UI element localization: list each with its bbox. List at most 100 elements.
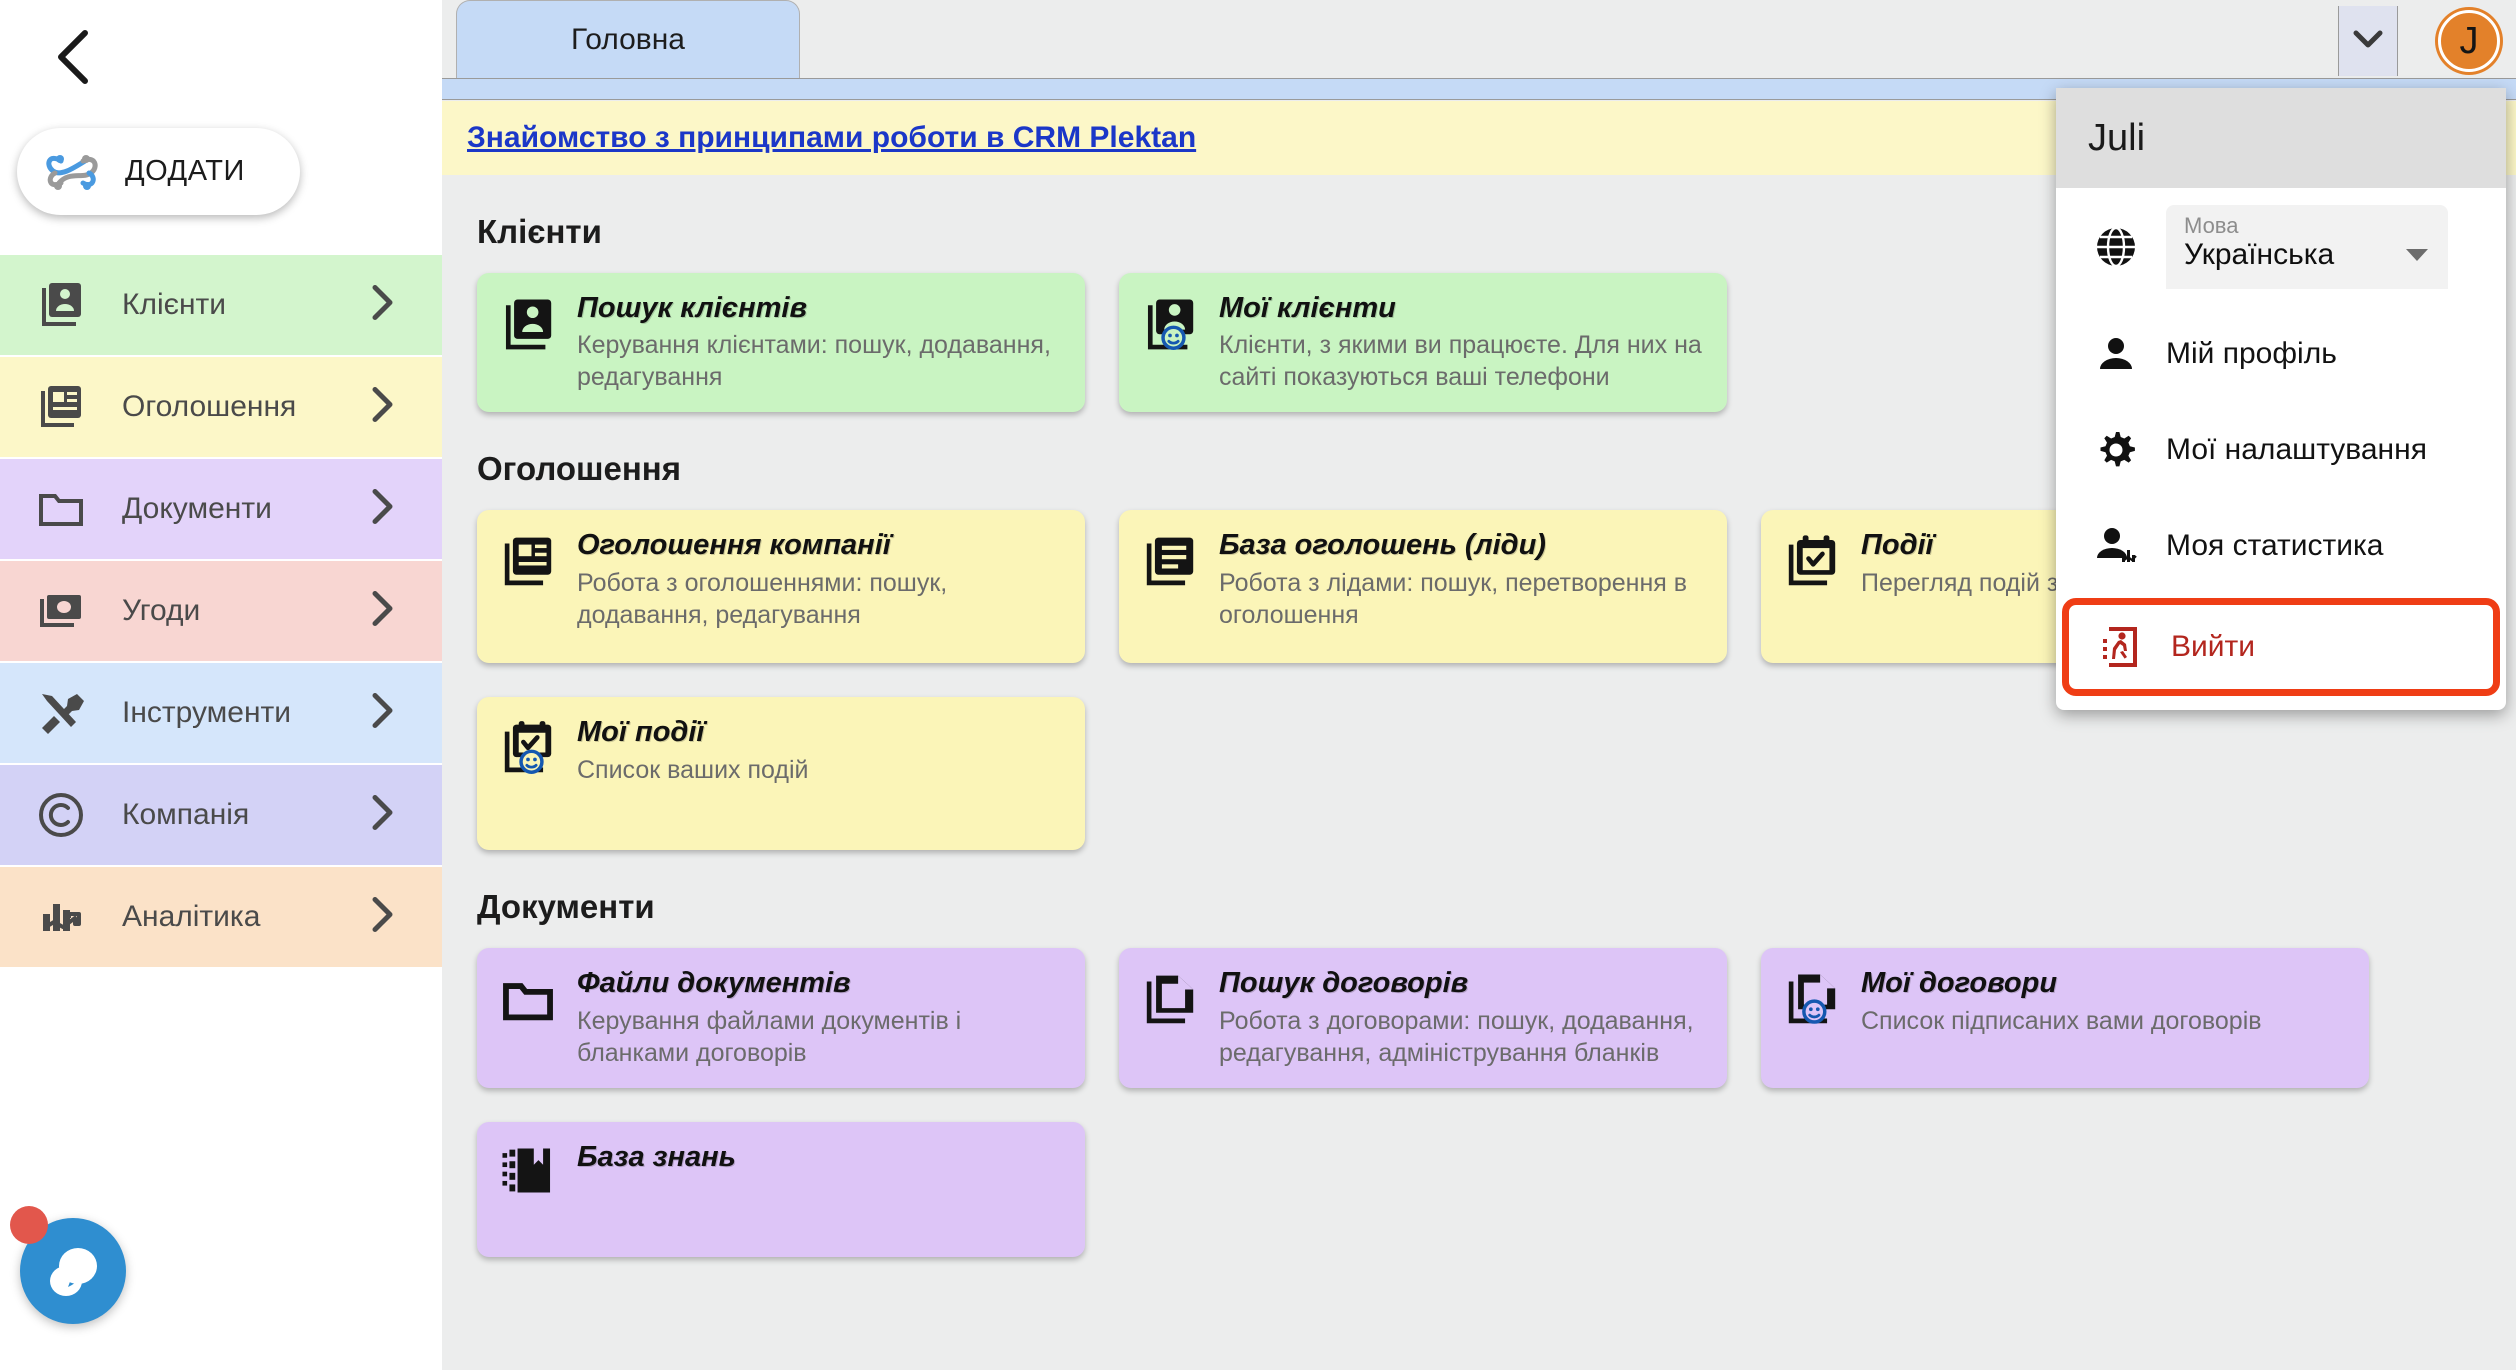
contacts-book-icon	[499, 292, 565, 393]
gear-icon	[2088, 429, 2144, 471]
folder-icon	[32, 484, 90, 534]
section-grid-documents: Файли документів Керування файлами докум…	[477, 948, 2516, 1257]
sidebar-item-label: Угоди	[122, 594, 201, 627]
language-select-value: Українська	[2184, 238, 2335, 272]
sidebar-item-company[interactable]: Компанія	[0, 765, 442, 865]
card-title: База оголошень (ліди)	[1219, 529, 1546, 562]
newspaper-icon	[499, 529, 565, 644]
sidebar-item-label: Компанія	[122, 798, 250, 831]
exit-run-icon	[2093, 625, 2149, 669]
chevron-right-icon	[370, 794, 396, 837]
topbar-right: J	[2330, 0, 2516, 80]
card-contract-search[interactable]: Пошук договорів Робота з договорами: пош…	[1119, 948, 1727, 1088]
card-company-announcements[interactable]: Оголошення компанії Робота з оголошенням…	[477, 510, 1085, 664]
card-description: Робота з договорами: пошук, додавання, р…	[1219, 1006, 1694, 1067]
document-list-icon	[1141, 529, 1207, 644]
card-description: Список ваших подій	[577, 755, 809, 784]
card-description: Керування клієнтами: пошук, додавання, р…	[577, 331, 1051, 392]
calendar-check-smiley-icon	[499, 716, 565, 831]
sidebar-item-documents[interactable]: Документи	[0, 459, 442, 559]
tab-home[interactable]: Головна	[456, 0, 800, 78]
plektan-logo-icon	[41, 141, 103, 203]
sidebar-item-clients[interactable]: Клієнти	[0, 255, 442, 355]
section-title-clients: Клієнти	[477, 213, 602, 250]
account-dropdown-toggle[interactable]	[2338, 6, 2398, 76]
card-description: Клієнти, з якими ви працюєте. Для них на…	[1219, 331, 1702, 392]
logout-label: Вийти	[2171, 630, 2256, 663]
card-title: Оголошення компанії	[577, 529, 891, 562]
card-description: Робота з лідами: пошук, перетворення в о…	[1219, 568, 1688, 629]
card-title: Мої події	[577, 716, 705, 749]
tab-strip: Головна	[442, 0, 2516, 100]
menu-item-label: Мої налаштування	[2166, 433, 2427, 466]
card-title: Мої договори	[1861, 967, 2058, 1000]
language-select[interactable]: Мова Українська	[2166, 205, 2448, 289]
menu-item-logout[interactable]: Вийти	[2062, 598, 2500, 696]
dashboard-content: Клієнти Пошук клієнтів Керування клієнта…	[442, 175, 2516, 1370]
tab-label: Головна	[571, 22, 685, 56]
avatar[interactable]: J	[2438, 10, 2500, 72]
contract-icon	[1141, 967, 1207, 1068]
card-title: Мої клієнти	[1219, 292, 1396, 324]
menu-item-my-profile[interactable]: Мій профіль	[2056, 306, 2506, 402]
folder-icon	[499, 967, 565, 1068]
sidebar-item-label: Оголошення	[122, 390, 297, 423]
card-description: Робота з оголошеннями: пошук, додавання,…	[577, 568, 948, 629]
sidebar-item-label: Інструменти	[122, 696, 292, 729]
sidebar-item-tools[interactable]: Інструменти	[0, 663, 442, 763]
chat-bubble-icon	[44, 1240, 102, 1303]
card-my-contracts[interactable]: Мої договори Список підписаних вами дого…	[1761, 948, 2369, 1088]
contacts-book-smiley-icon	[1141, 292, 1207, 393]
section-title-documents: Документи	[477, 888, 655, 926]
card-document-files[interactable]: Файли документів Керування файлами докум…	[477, 948, 1085, 1088]
sidebar-item-label: Документи	[122, 492, 272, 525]
copyright-icon	[32, 790, 90, 840]
language-row: Мова Українська	[2056, 188, 2506, 306]
person-icon	[2088, 333, 2144, 375]
chevron-right-icon	[370, 590, 396, 633]
sidebar: ДОДАТИ Клієнти	[0, 0, 442, 1370]
menu-item-label: Мій профіль	[2166, 337, 2337, 370]
sidebar-item-announcements[interactable]: Оголошення	[0, 357, 442, 457]
card-knowledge-base[interactable]: База знань	[477, 1121, 1085, 1257]
section-title-announcements: Оголошення	[477, 450, 681, 488]
card-description: Керування файлами документів і бланками …	[577, 1006, 962, 1067]
banknote-icon	[32, 586, 90, 636]
bar-chart-icon	[32, 892, 90, 942]
menu-item-label: Моя статистика	[2166, 529, 2384, 562]
chevron-down-icon	[2352, 28, 2384, 55]
menu-item-my-settings[interactable]: Мої налаштування	[2056, 402, 2506, 498]
chevron-right-icon	[370, 896, 396, 939]
chat-notification-badge	[10, 1206, 48, 1244]
card-leads-base[interactable]: База оголошень (ліди) Робота з лідами: п…	[1119, 510, 1727, 664]
sidebar-item-label: Клієнти	[122, 288, 227, 321]
account-menu-username: Juli	[2056, 88, 2506, 188]
chevron-right-icon	[370, 488, 396, 531]
card-title: База знань	[577, 1140, 736, 1173]
onboarding-link[interactable]: Знайомство з принципами роботи в CRM Ple…	[467, 121, 1197, 154]
sidebar-item-analytics[interactable]: Аналітика	[0, 867, 442, 967]
sidebar-item-deals[interactable]: Угоди	[0, 561, 442, 661]
newspaper-icon	[32, 382, 90, 432]
card-title: Файли документів	[577, 967, 851, 1000]
globe-icon	[2088, 225, 2144, 269]
calendar-check-icon	[1783, 529, 1849, 644]
card-my-events[interactable]: Мої події Список ваших подій	[477, 697, 1085, 851]
tools-icon	[32, 688, 90, 738]
card-title: Пошук договорів	[1219, 967, 1469, 1000]
chevron-right-icon	[370, 284, 396, 327]
card-client-search[interactable]: Пошук клієнтів Керування клієнтами: пошу…	[477, 273, 1085, 413]
account-menu: Juli Мова Українська	[2056, 88, 2506, 710]
add-button-label: ДОДАТИ	[125, 155, 245, 187]
sidebar-item-label: Аналітика	[122, 900, 261, 933]
card-title: Пошук клієнтів	[577, 292, 807, 324]
card-my-clients[interactable]: Мої клієнти Клієнти, з якими ви працюєте…	[1119, 273, 1727, 413]
menu-item-my-statistics[interactable]: Моя статистика	[2056, 498, 2506, 594]
back-chevron-icon[interactable]	[40, 22, 110, 92]
card-description: Список підписаних вами договорів	[1861, 1006, 2262, 1035]
tab-underline	[442, 78, 2516, 100]
contacts-book-icon	[32, 280, 90, 330]
knowledge-book-icon	[499, 1141, 565, 1238]
add-button[interactable]: ДОДАТИ	[17, 128, 300, 215]
contract-smiley-icon	[1783, 967, 1849, 1068]
